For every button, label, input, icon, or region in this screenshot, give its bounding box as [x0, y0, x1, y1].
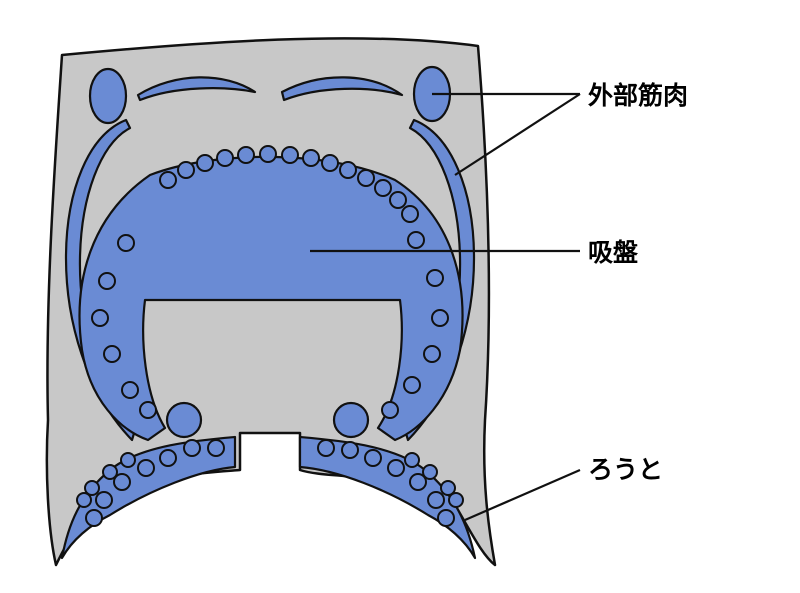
- muscle-ellipse-left: [88, 67, 128, 125]
- sucker-wall-circle: [98, 272, 116, 290]
- funnel-circles: [76, 439, 464, 527]
- funnel-right: [298, 435, 477, 560]
- sucker-wall-circle: [121, 381, 139, 399]
- sucker-knob-left: [165, 401, 203, 439]
- funnel-bump: [404, 452, 420, 468]
- leader-lines: [310, 92, 581, 522]
- funnel-circle: [317, 439, 335, 457]
- funnel-circle: [183, 439, 201, 457]
- sucker-wall-circle: [423, 345, 441, 363]
- sucker-wall-circle: [117, 234, 135, 252]
- sucker-bump: [321, 154, 339, 172]
- funnel-left: [60, 435, 237, 560]
- muscle-band-right: [403, 118, 476, 442]
- funnel-circle: [341, 441, 359, 459]
- funnel-bump: [448, 492, 464, 508]
- label-sucker: 吸盤: [588, 238, 639, 267]
- sucker-bump: [339, 161, 357, 179]
- funnel-circle: [207, 439, 225, 457]
- funnel-circle: [437, 509, 455, 527]
- sucker-wall-circle: [139, 401, 157, 419]
- funnel-circle: [409, 473, 427, 491]
- sucker-bump: [302, 149, 320, 167]
- funnel-circle: [137, 459, 155, 477]
- funnel-bump: [422, 464, 438, 480]
- funnel-circle: [95, 491, 113, 509]
- label-funnel: ろうと: [588, 455, 663, 484]
- muscle-band-left: [64, 118, 137, 442]
- sucker-wall-circle: [431, 309, 449, 327]
- sucker-wall-circle: [91, 309, 109, 327]
- sucker-knob-right: [332, 401, 370, 439]
- leader-funnel: [464, 468, 581, 522]
- sucker-wall-circles: [91, 231, 449, 419]
- muscle-arc-top-left: [136, 76, 257, 102]
- sucker-bump: [159, 171, 177, 189]
- sucker-bump: [259, 145, 277, 163]
- sucker-wall-circle: [381, 401, 399, 419]
- sucker-bump: [389, 191, 407, 209]
- funnel-circle: [85, 509, 103, 527]
- funnel-circle: [387, 459, 405, 477]
- sucker-body: [78, 155, 464, 442]
- funnel-circle: [113, 473, 131, 491]
- sucker-bump: [216, 149, 234, 167]
- funnel-bump: [440, 480, 456, 496]
- funnel-circle: [159, 449, 177, 467]
- muscle-arc-top-right: [280, 76, 404, 102]
- funnel-bump: [76, 492, 92, 508]
- sucker-bump: [281, 146, 299, 164]
- leader-outer-muscle-2: [454, 93, 581, 176]
- funnel-bump: [84, 480, 100, 496]
- sucker-bump: [237, 146, 255, 164]
- sucker-wall-circle: [407, 231, 425, 249]
- sucker-bump: [196, 154, 214, 172]
- sucker-top-bumps: [159, 145, 419, 223]
- funnel-circle: [427, 491, 445, 509]
- funnel-circle: [364, 449, 382, 467]
- funnel-bump: [120, 452, 136, 468]
- sucker-bump: [401, 205, 419, 223]
- funnel-bump: [102, 464, 118, 480]
- sucker-wall-circle: [426, 269, 444, 287]
- sucker-bump: [374, 179, 392, 197]
- sucker-bump: [357, 169, 375, 187]
- sucker-wall-circle: [403, 376, 421, 394]
- sucker-bump: [177, 161, 195, 179]
- sucker-wall-circle: [103, 345, 121, 363]
- label-outer-muscle: 外部筋肉: [588, 81, 688, 110]
